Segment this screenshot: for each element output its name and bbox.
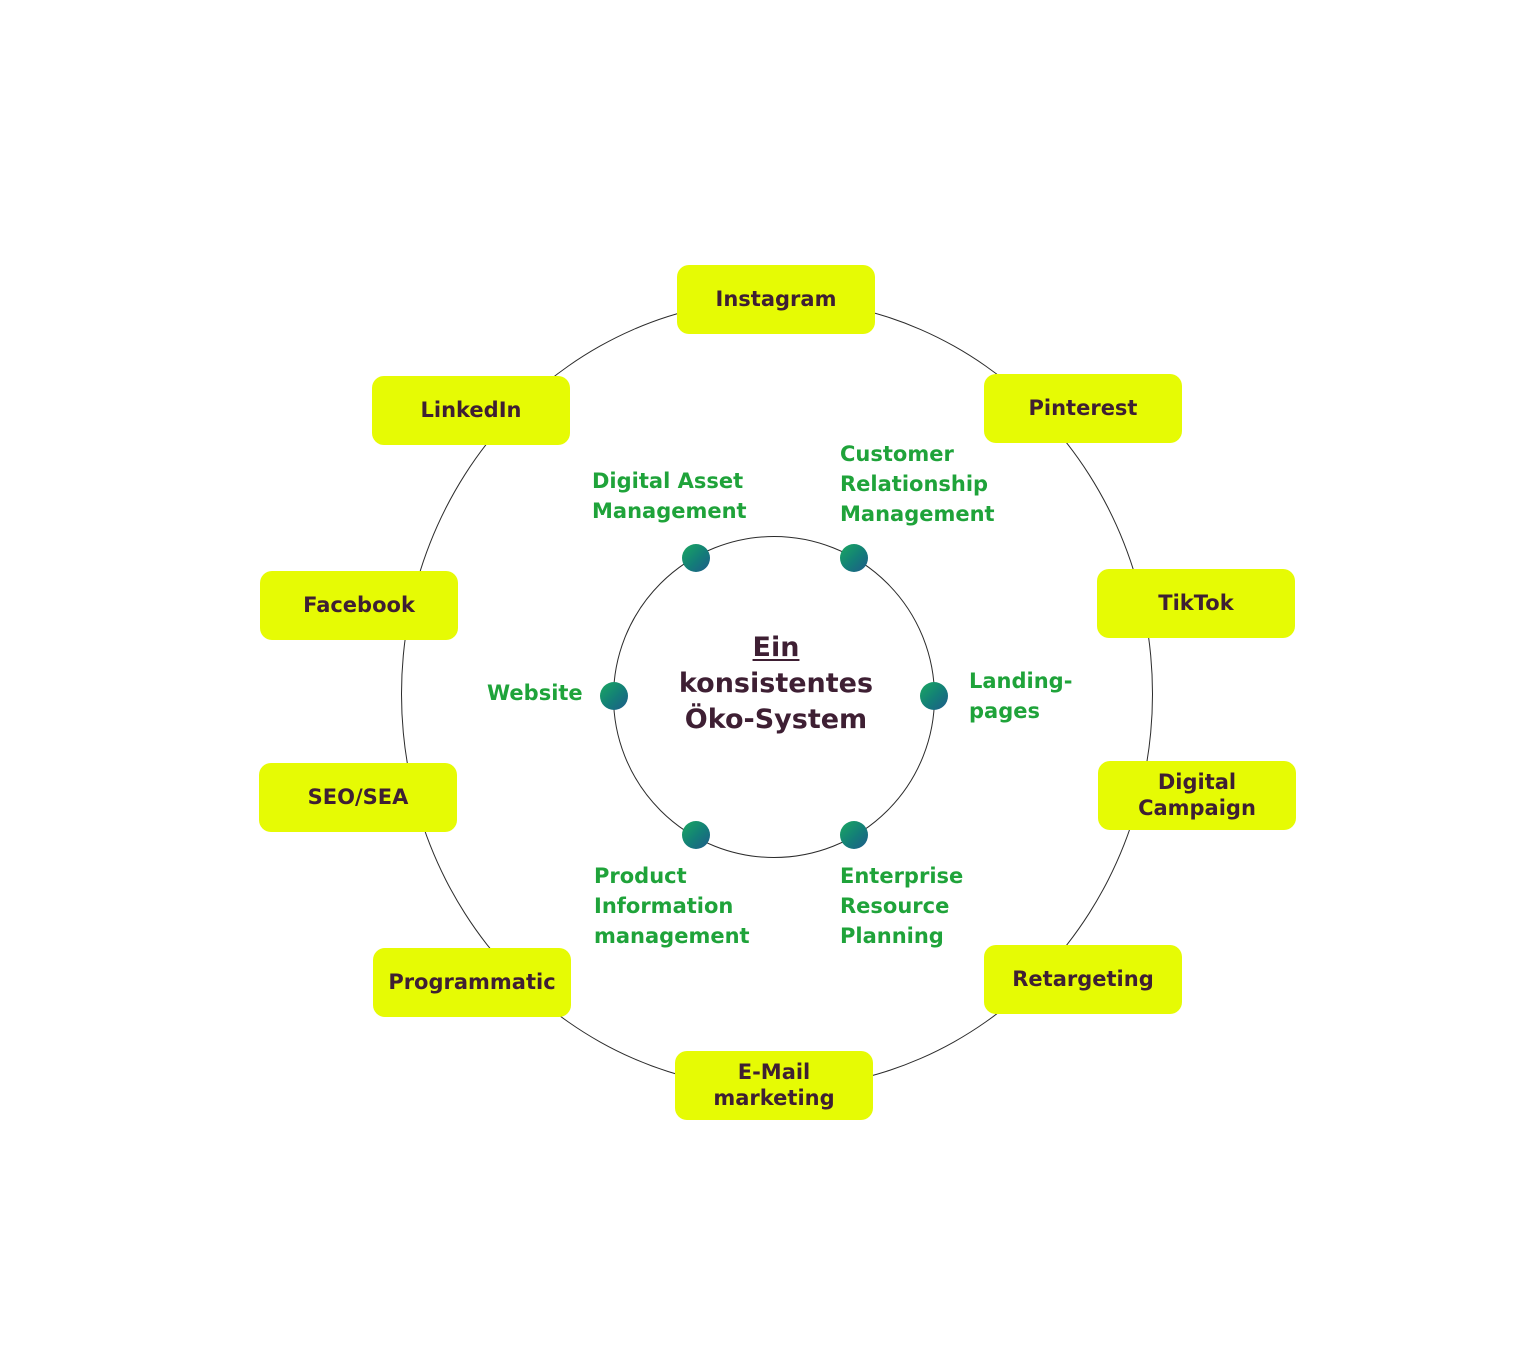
dam-node-dot [682, 544, 710, 572]
channel-tiktok[interactable]: TikTok [1097, 569, 1295, 638]
system-label-landing-pages[interactable]: Landing- pages [969, 669, 1073, 723]
system-label-erp[interactable]: Enterprise Resource Planning [840, 864, 964, 948]
channel-retargeting[interactable]: Retargeting [984, 945, 1182, 1014]
channel-programmatic[interactable]: Programmatic [373, 948, 571, 1017]
channel-linkedin[interactable]: LinkedIn [372, 376, 570, 445]
channel-pinterest[interactable]: Pinterest [984, 374, 1182, 443]
erp-node-dot [840, 821, 868, 849]
pim-node-dot [682, 821, 710, 849]
channel-email-marketing[interactable]: E-Mail marketing [675, 1051, 873, 1120]
center-title-line-1: Ein [752, 632, 800, 663]
center-title-line-3: Öko-System [684, 704, 868, 735]
landing-pages-node-dot [920, 682, 948, 710]
center-title: Ein konsistentes Öko-System [649, 630, 903, 738]
system-label-pim[interactable]: Product Information management [594, 864, 750, 948]
channel-digital-campaign[interactable]: Digital Campaign [1098, 761, 1296, 830]
channel-seo-sea[interactable]: SEO/SEA [259, 763, 457, 832]
website-node-dot [600, 682, 628, 710]
crm-node-dot [840, 544, 868, 572]
channel-instagram[interactable]: Instagram [677, 265, 875, 334]
system-label-crm[interactable]: Customer Relationship Management [840, 442, 995, 526]
system-label-website[interactable]: Website [487, 681, 583, 705]
center-title-line-2: konsistentes [678, 668, 874, 699]
system-label-dam[interactable]: Digital Asset Management [592, 469, 747, 523]
channel-facebook[interactable]: Facebook [260, 571, 458, 640]
